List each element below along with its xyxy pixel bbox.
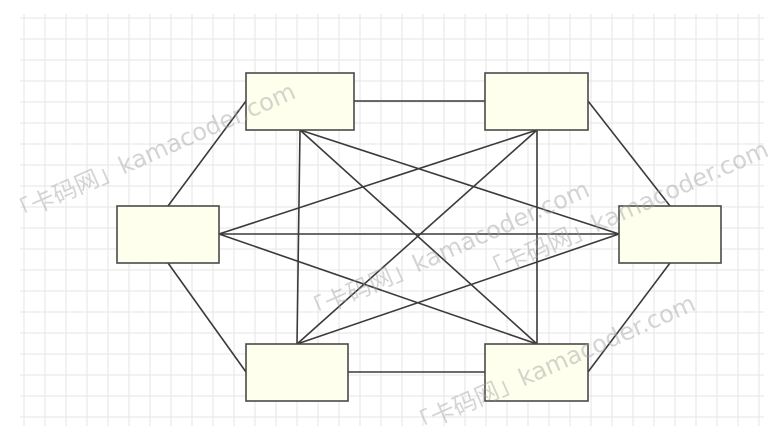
edge-layer xyxy=(167,100,671,373)
edge-left-to-bottom-left xyxy=(167,262,247,373)
edge-right-to-bottom-right xyxy=(587,262,671,373)
edge-top-left-to-right xyxy=(299,129,620,235)
node-top-left xyxy=(245,72,355,131)
node-top-right xyxy=(484,72,589,131)
node-box xyxy=(484,343,589,402)
edge-top-left-to-left xyxy=(167,100,247,207)
edge-top-right-to-right xyxy=(587,100,671,207)
node-box xyxy=(245,343,349,402)
graph-canvas xyxy=(20,14,764,426)
edge-top-left-to-bottom-right xyxy=(299,129,538,345)
node-left xyxy=(116,205,220,264)
node-box xyxy=(116,205,220,264)
edge-bottom-left-to-right xyxy=(296,233,620,345)
node-box xyxy=(618,205,722,264)
edge-top-left-to-bottom-left xyxy=(296,129,301,345)
node-box xyxy=(245,72,355,131)
edge-left-to-bottom-right xyxy=(218,233,538,345)
edge-top-right-to-bottom-left xyxy=(296,129,538,345)
node-bottom-left xyxy=(245,343,349,402)
node-layer xyxy=(116,72,722,402)
node-right xyxy=(618,205,722,264)
node-bottom-right xyxy=(484,343,589,402)
edge-left-to-top-right xyxy=(218,129,538,235)
node-box xyxy=(484,72,589,131)
